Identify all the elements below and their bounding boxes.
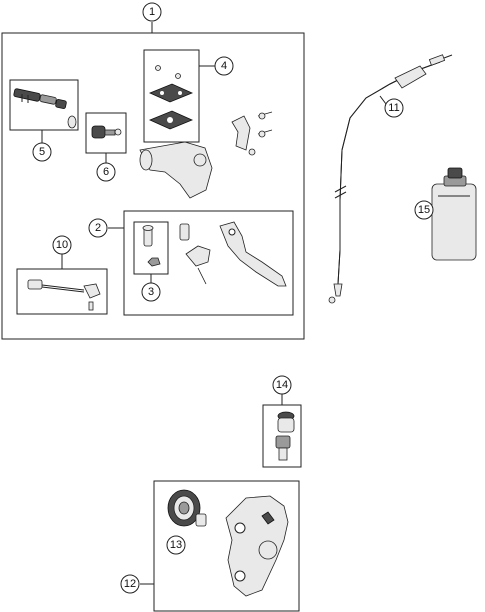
reservoir-cover-icon (148, 65, 194, 130)
callout-15[interactable]: 15 (414, 200, 434, 220)
callout-2[interactable]: 2 (88, 218, 108, 238)
bleeder-valve-icon (275, 411, 295, 461)
assembly-box-1 (1, 32, 305, 340)
svg-text:6: 6 (103, 166, 109, 178)
svg-text:1: 1 (149, 6, 155, 18)
svg-text:13: 13 (170, 539, 182, 551)
caliper-piston-icon (167, 489, 207, 527)
brake-caliper-icon (225, 495, 289, 597)
callout-10[interactable]: 10 (52, 235, 72, 255)
svg-text:4: 4 (221, 60, 227, 72)
master-cylinder-icon (139, 111, 273, 199)
callout-5[interactable]: 5 (32, 142, 52, 162)
lever-box (123, 210, 294, 316)
callout-11[interactable]: 11 (384, 98, 404, 118)
seal-icon (91, 125, 122, 139)
callout-4[interactable]: 4 (214, 56, 234, 76)
callout-13[interactable]: 13 (166, 535, 186, 555)
pivot-bolt-icon (142, 225, 161, 267)
svg-text:10: 10 (56, 239, 68, 251)
piston-kit-box (9, 79, 79, 131)
callout-14[interactable]: 14 (272, 375, 292, 395)
callout-6[interactable]: 6 (96, 162, 116, 182)
svg-text:2: 2 (95, 222, 101, 234)
svg-text:11: 11 (388, 102, 399, 114)
callout-3[interactable]: 3 (141, 282, 161, 302)
svg-text:3: 3 (148, 286, 154, 298)
callout-12[interactable]: 12 (120, 574, 140, 594)
svg-text:15: 15 (418, 204, 430, 216)
reservoir-cover-box (143, 49, 200, 143)
caliper-box (153, 480, 300, 612)
svg-text:12: 12 (124, 578, 136, 590)
svg-text:5: 5 (39, 146, 45, 158)
brake-fluid-bottle-icon (431, 167, 477, 261)
brake-lever-icon (179, 221, 287, 287)
brake-hose-icon (328, 54, 453, 304)
svg-text:14: 14 (276, 379, 288, 391)
callout-1[interactable]: 1 (142, 2, 162, 22)
piston-kit-icon (13, 88, 77, 129)
brake-switch-icon (27, 279, 101, 311)
